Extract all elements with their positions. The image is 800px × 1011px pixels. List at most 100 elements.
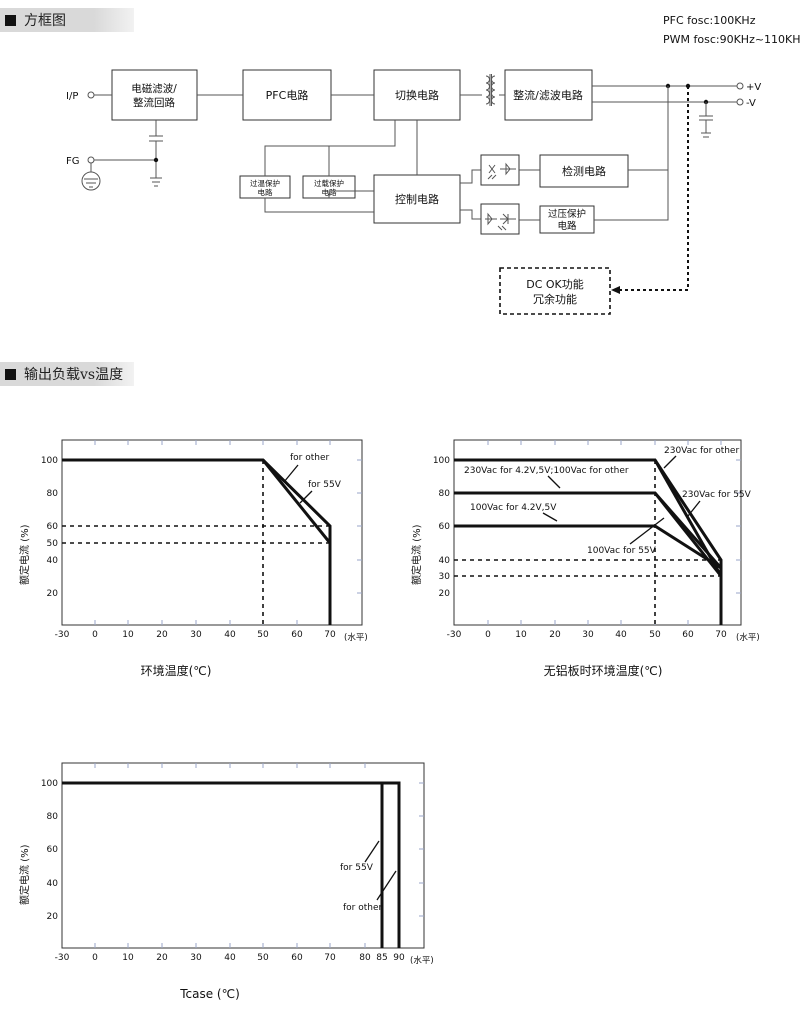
annotation-arrow-icon bbox=[376, 870, 397, 901]
y-tick-label: 40 bbox=[47, 879, 59, 889]
x-tick-label: 80 bbox=[359, 953, 371, 963]
chart1-xlabel: 环境温度(℃) bbox=[141, 663, 212, 678]
chart1-frame bbox=[61, 439, 363, 626]
x-tick-label: 40 bbox=[615, 630, 627, 640]
chart3-x-ticks: -30 0 10 20 30 40 50 60 70 80 85 90 bbox=[55, 953, 405, 963]
x-tick-label: 50 bbox=[257, 630, 269, 640]
series-line-for-other bbox=[382, 781, 401, 948]
annotation-arrow-icon bbox=[629, 517, 665, 545]
y-tick-label: 40 bbox=[47, 556, 59, 566]
annotation-arrow-icon bbox=[547, 475, 561, 489]
chart2-minor-ticks bbox=[487, 440, 741, 625]
series-line-230vac-other bbox=[454, 458, 723, 625]
x-tick-label: 30 bbox=[190, 953, 202, 963]
x-tick-label: 0 bbox=[485, 630, 491, 640]
series-line-for-other bbox=[62, 458, 332, 625]
y-tick-label: 80 bbox=[47, 812, 59, 822]
chart1-xunit: (水平) bbox=[344, 632, 368, 643]
x-tick-label: 60 bbox=[291, 630, 303, 640]
chart3-y-ticks: 100 80 60 40 20 bbox=[41, 779, 58, 922]
chart3-ylabel: 额定电流 (%) bbox=[18, 844, 31, 905]
series-label-230vac-other: 230Vac for other bbox=[664, 446, 739, 456]
olp-label-1: 过载保护 bbox=[314, 178, 344, 188]
chart3-frame bbox=[61, 762, 425, 949]
chart3-minor-ticks bbox=[94, 763, 424, 948]
x-tick-label: 10 bbox=[515, 630, 527, 640]
block-diagram-title: 方框图 bbox=[24, 13, 66, 29]
x-tick-label: 90 bbox=[393, 953, 405, 963]
chart3-xlabel: Tcase (℃) bbox=[179, 987, 240, 1001]
bullet-square-icon bbox=[5, 14, 16, 26]
series-label-230vac-4v2-5v: 230Vac for 4.2V,5V;100Vac for other bbox=[464, 466, 629, 476]
block-diagram: PFC fosc:100KHz PWM fosc:90KHz~110KHz 电磁… bbox=[66, 14, 800, 315]
control-box bbox=[373, 174, 461, 224]
chart1-x-ticks: -30 0 10 20 30 40 50 60 70 bbox=[55, 630, 336, 640]
chart2-frame bbox=[453, 439, 742, 626]
y-tick-label: 80 bbox=[47, 489, 59, 499]
emi-filter-label-1: 电磁滤波/ bbox=[131, 82, 177, 95]
y-tick-label: 30 bbox=[439, 572, 451, 582]
annotation-arrow-icon bbox=[299, 490, 313, 504]
x-tick-label: 0 bbox=[92, 630, 98, 640]
y-tick-label: 20 bbox=[47, 912, 59, 922]
chart1-minor-ticks bbox=[94, 440, 362, 625]
dcok-label-1: DC OK功能 bbox=[526, 277, 584, 291]
pwm-fosc-text: PWM fosc:90KHz~110KHz bbox=[663, 33, 800, 46]
otp-label-1: 过温保护 bbox=[250, 178, 280, 188]
pfc-label: PFC电路 bbox=[266, 89, 309, 102]
annotation-arrow-icon bbox=[687, 500, 701, 517]
vplus-label: +V bbox=[746, 82, 761, 93]
x-tick-label: -30 bbox=[55, 953, 70, 963]
transformer-icon bbox=[485, 74, 496, 106]
x-tick-label: 70 bbox=[715, 630, 727, 640]
y-tick-label: 20 bbox=[47, 589, 59, 599]
annotation-arrow-icon bbox=[542, 512, 558, 522]
load-vs-temp-title: 输出负载vs温度 bbox=[24, 367, 124, 383]
switch-label: 切换电路 bbox=[395, 88, 439, 102]
earth-ground-icon bbox=[81, 163, 101, 191]
optocoupler-icon bbox=[480, 154, 520, 186]
y-tick-label: 60 bbox=[47, 845, 59, 855]
y-tick-label: 60 bbox=[47, 522, 59, 532]
x-tick-label: -30 bbox=[447, 630, 462, 640]
pfc-fosc-text: PFC fosc:100KHz bbox=[663, 14, 756, 27]
series-label-for-55v: for 55V bbox=[308, 480, 342, 490]
annotation-arrow-icon bbox=[663, 455, 677, 469]
bullet-square-icon bbox=[5, 368, 16, 380]
emi-filter-label-2: 整流回路 bbox=[133, 96, 175, 109]
x-tick-label: 10 bbox=[122, 953, 134, 963]
chart1-y-ticks: 100 80 60 50 40 20 bbox=[41, 456, 58, 599]
chart2-ylabel: 额定电流 (%) bbox=[410, 524, 423, 585]
ovp-label-2: 电路 bbox=[557, 220, 577, 232]
y-tick-label: 100 bbox=[433, 456, 450, 466]
x-tick-label: 85 bbox=[376, 953, 387, 963]
series-label-for-other: for other bbox=[343, 903, 383, 913]
output-capacitor-icon bbox=[699, 102, 713, 138]
y-tick-label: 100 bbox=[41, 456, 58, 466]
ip-label: I/P bbox=[66, 91, 78, 102]
chart3-xunit: (水平) bbox=[410, 955, 434, 966]
rectifier-box bbox=[504, 69, 593, 121]
ovp-box bbox=[539, 205, 595, 234]
x-tick-label: 20 bbox=[156, 953, 168, 963]
series-label-100vac-4v2-5v: 100Vac for 4.2V,5V bbox=[470, 503, 557, 513]
dcok-label-2: 冗余功能 bbox=[533, 292, 577, 306]
x-tick-label: 0 bbox=[92, 953, 98, 963]
annotation-arrow-icon bbox=[283, 464, 299, 483]
reference-line bbox=[62, 460, 330, 625]
otp-label-2: 电路 bbox=[258, 187, 273, 197]
rectifier-label: 整流/滤波电路 bbox=[513, 88, 583, 102]
load-vs-temp-header: 输出负载vs温度 bbox=[0, 362, 134, 386]
vminus-label: -V bbox=[746, 98, 756, 109]
series-line-for-55v bbox=[62, 781, 384, 948]
chart1-ylabel: 额定电流 (%) bbox=[18, 524, 31, 585]
series-label-for-55v: for 55V bbox=[340, 863, 374, 873]
series-label-100vac-55v: 100Vac for 55V bbox=[587, 546, 657, 556]
ovp-label-1: 过压保护 bbox=[548, 208, 586, 220]
x-tick-label: 40 bbox=[224, 630, 236, 640]
series-label-for-other: for other bbox=[290, 453, 330, 463]
x-tick-label: 20 bbox=[549, 630, 561, 640]
reference-line bbox=[454, 460, 721, 625]
x-tick-label: 30 bbox=[582, 630, 594, 640]
